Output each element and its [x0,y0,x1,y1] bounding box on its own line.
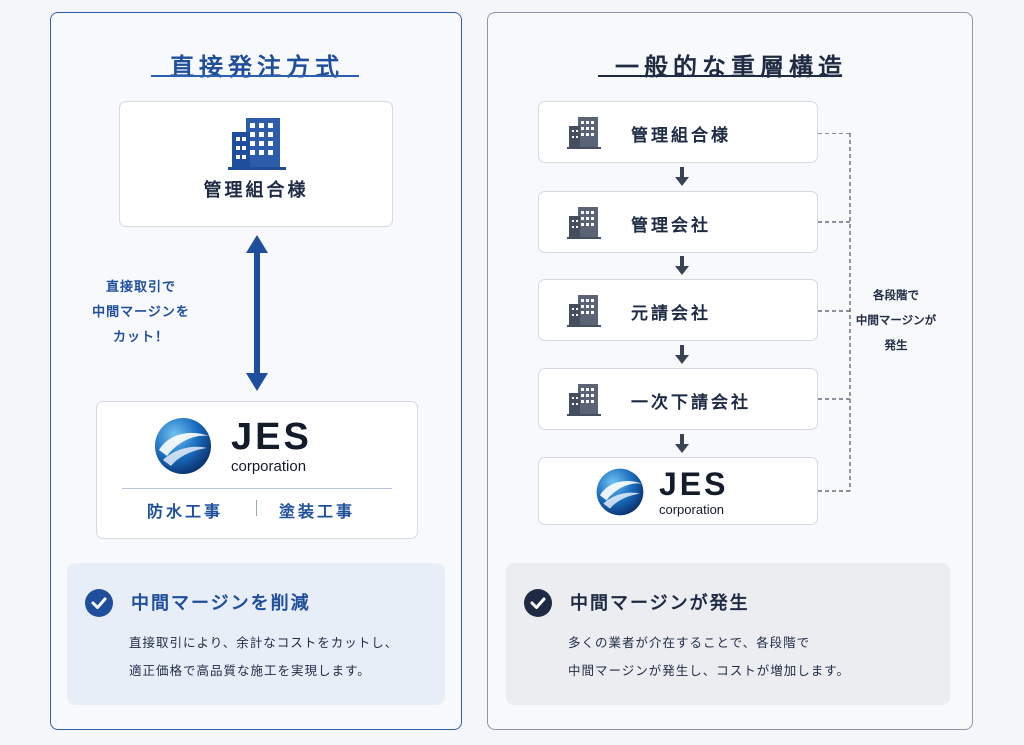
company-box: JES corporation 防水工事 塗装工事 [96,401,418,539]
globe-logo-icon [595,467,645,521]
benefit-box: 中間マージンを削減 直接取引により、余計なコストをカットし、 適正価格で高品質な… [67,563,445,705]
direct-order-panel: 直接発注方式 管理組合様 [50,12,462,730]
building-icon [567,383,601,421]
building-icon [567,206,601,244]
benefit-text: 直接取引により、余計なコストをカットし、 適正価格で高品質な施工を実現します。 [129,629,398,685]
margin-note-line: 中間マージンが [855,313,937,327]
margin-bracket [818,132,852,499]
problem-line: 多くの業者が介在することで、各段階で [568,635,811,650]
chain-label: 一次下請会社 [631,393,751,413]
chain-box-subcontractor: 一次下請会社 [538,368,818,430]
title-underline [151,75,359,77]
chain-label: 元請会社 [631,304,711,324]
company-name: JES [659,466,729,502]
down-arrow-icon [674,434,690,458]
divider [122,488,392,489]
company-sub: corporation [231,458,307,475]
building-icon [567,116,601,154]
chain-box-jes: JES corporation [538,457,818,525]
problem-heading: 中間マージンが発生 [570,593,750,614]
globe-logo-icon [153,416,213,480]
margin-note-line: 各段階で [873,288,919,302]
service-separator [256,500,257,516]
down-arrow-icon [674,256,690,280]
building-icon [228,116,286,176]
chain-box-prime-contractor: 元請会社 [538,279,818,341]
problem-line: 中間マージンが発生し、コストが増加します。 [568,663,851,678]
client-box: 管理組合様 [119,101,393,227]
chain-box-management: 管理会社 [538,191,818,253]
title-underline [598,75,842,77]
margin-note-line: 発生 [884,338,908,352]
chain-label: 管理組合様 [631,126,731,146]
arrow-note: 直接取引で 中間マージンを カット！ [71,275,211,350]
arrow-note-line: 中間マージンを [92,305,190,320]
check-icon [85,589,113,617]
benefit-line: 適正価格で高品質な施工を実現します。 [129,663,371,678]
service-painting: 塗装工事 [279,502,356,521]
margin-note: 各段階で 中間マージンが 発生 [848,283,944,358]
problem-text: 多くの業者が介在することで、各段階で 中間マージンが発生し、コストが増加します。 [568,629,850,685]
multi-layer-panel: 一般的な重層構造 管理組合様 管理会社 元請会社 一次下請会社 [487,12,973,730]
benefit-line: 直接取引により、余計なコストをカットし、 [129,635,399,650]
arrow-note-line: 直接取引で [105,280,176,295]
company-sub: corporation [659,502,725,517]
chain-label: 管理会社 [631,216,711,236]
down-arrow-icon [674,167,690,191]
problem-box: 中間マージンが発生 多くの業者が介在することで、各段階で 中間マージンが発生し、… [506,563,950,705]
building-icon [567,294,601,332]
service-waterproof: 防水工事 [147,502,224,521]
check-icon [524,589,552,617]
benefit-heading: 中間マージンを削減 [131,593,311,614]
client-label: 管理組合様 [203,180,309,201]
arrow-note-line: カット！ [112,330,169,345]
down-arrow-icon [674,345,690,369]
chain-box-client: 管理組合様 [538,101,818,163]
double-arrow-icon [244,233,270,397]
company-name: JES [231,416,312,458]
